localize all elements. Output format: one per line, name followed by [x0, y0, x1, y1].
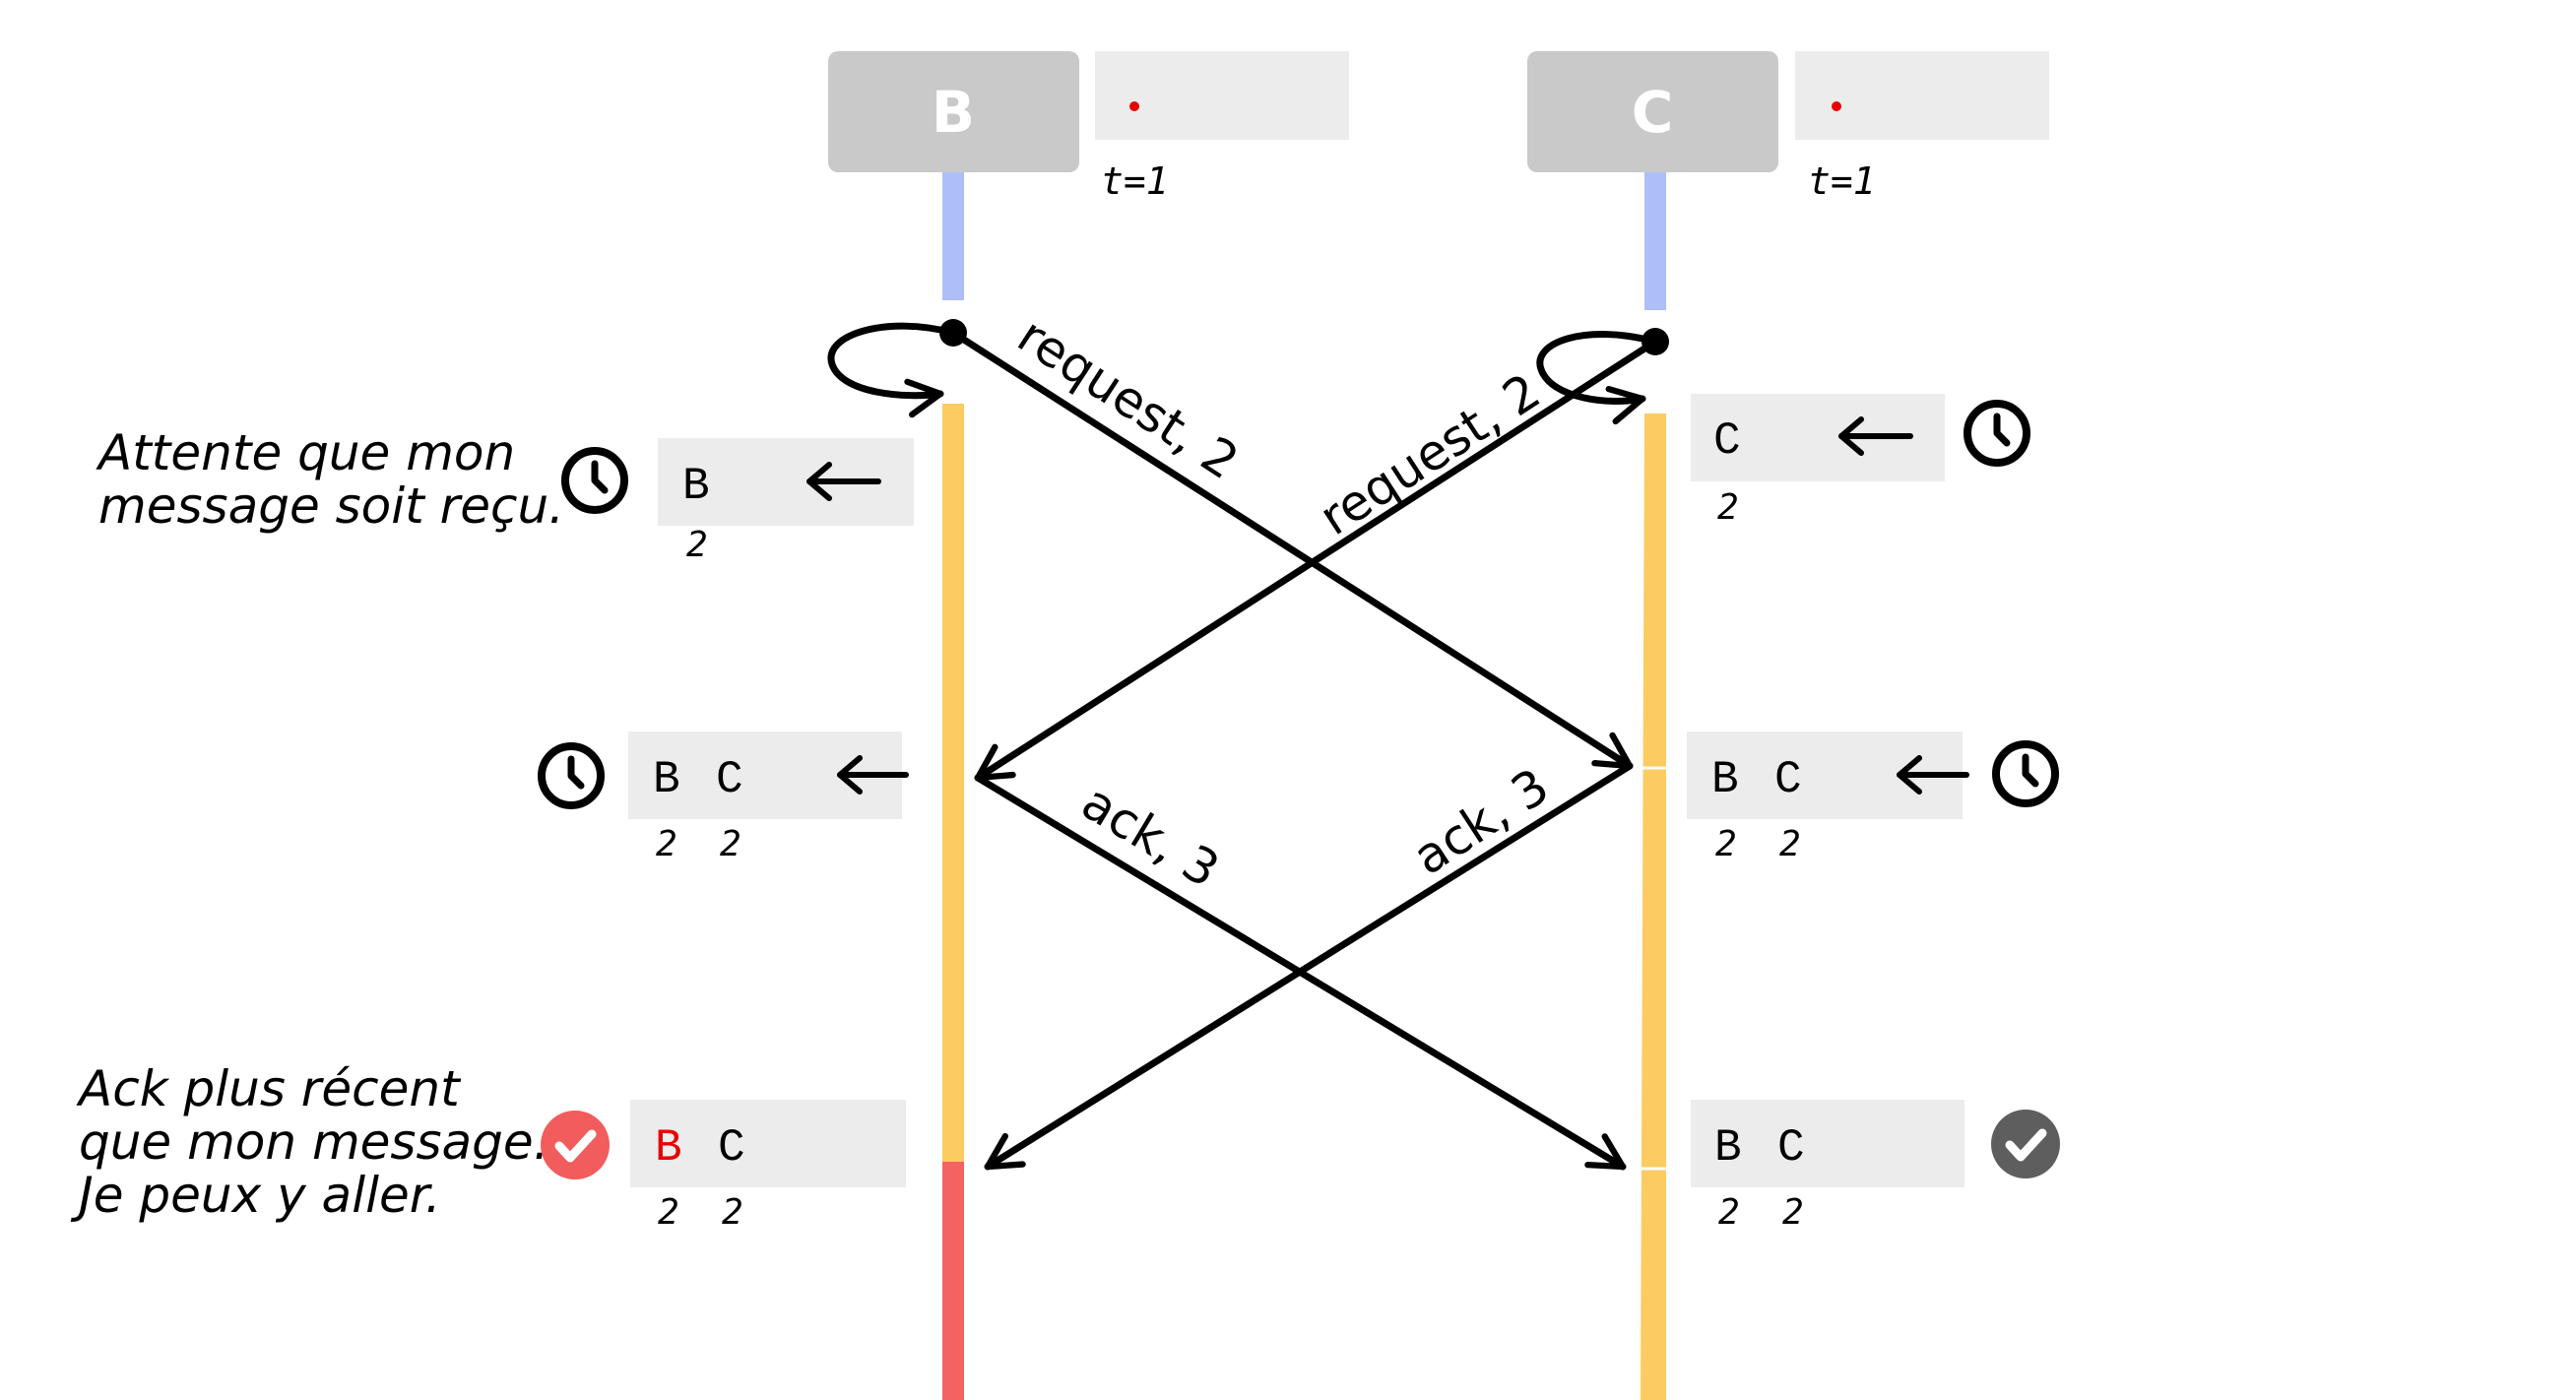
arrow-left-icon	[806, 462, 881, 501]
clock-icon	[1992, 740, 2059, 807]
arrow-left-icon	[837, 755, 909, 795]
queue-num: 2	[1718, 1192, 1740, 1233]
queue-b2: B C 2 2	[538, 732, 909, 864]
message-request-c-to-b	[974, 338, 1659, 782]
queue-num: 2	[1782, 1192, 1804, 1233]
message-request-b-to-c	[949, 329, 1634, 770]
note-line: message soit reçu.	[98, 477, 564, 535]
note-waiting: Attente que mon message soit reçu.	[96, 424, 564, 535]
lifeline-b-idle	[942, 172, 964, 300]
lifeline-c	[1635, 172, 1674, 1400]
lifeline-b-waiting	[942, 404, 964, 1162]
queue-name-head: B	[655, 1122, 682, 1174]
queue-name: C	[1777, 1122, 1805, 1174]
queue-name: B	[653, 754, 680, 805]
lifeline-b-critical	[942, 1162, 964, 1400]
queue-b1: B 2	[561, 438, 914, 565]
time-label-c: t=1	[1808, 159, 1876, 203]
message-ack-c-to-b	[984, 762, 1634, 1171]
process-name-b: B	[932, 79, 975, 146]
clock-icon	[538, 742, 605, 809]
lifeline-b	[942, 172, 964, 1400]
queue-name: C	[716, 754, 743, 805]
queue-num: 2	[686, 525, 708, 565]
lifeline-c-idle	[1644, 172, 1666, 310]
process-box-b[interactable]	[828, 51, 1079, 172]
note-line: que mon message.	[79, 1114, 549, 1171]
note-ack: Ack plus récent que mon message. Je peux…	[70, 1060, 549, 1224]
queue-num: 2	[1779, 824, 1801, 864]
message-label: request, 2	[1007, 306, 1248, 490]
self-loop-c	[1536, 331, 1659, 425]
clock-icon	[561, 447, 628, 514]
time-label-b: t=1	[1101, 159, 1169, 203]
queue-b3: B C 2 2	[541, 1100, 906, 1233]
queue-num: 2	[720, 824, 741, 864]
clock-dot-c	[1832, 101, 1841, 111]
note-line: Ack plus récent	[76, 1060, 462, 1117]
queue-box	[1691, 1100, 1964, 1187]
queue-name: C	[718, 1122, 745, 1174]
queue-name: B	[682, 461, 710, 512]
queue-name: C	[1713, 415, 1741, 467]
process-header-c[interactable]: C t=1	[1527, 51, 2049, 203]
self-loop-b	[827, 322, 957, 418]
queue-num: 2	[722, 1192, 743, 1233]
message-label: request, 2	[1310, 362, 1550, 546]
clock-dot-b	[1129, 101, 1139, 111]
lifeline-c-waiting	[1641, 414, 1666, 1400]
process-box-c[interactable]	[1527, 51, 1778, 172]
queue-num: 2	[658, 1192, 679, 1233]
check-icon-red	[541, 1111, 610, 1179]
queue-box	[630, 1100, 906, 1187]
queue-name: C	[1774, 754, 1802, 805]
clock-icon	[1964, 400, 2030, 467]
queue-name: B	[1714, 1122, 1742, 1174]
queue-num: 2	[656, 824, 677, 864]
clock-box-b	[1095, 51, 1349, 140]
queue-num: 2	[1717, 487, 1739, 528]
process-header-b[interactable]: B t=1	[828, 51, 1349, 203]
arrow-left-icon	[1897, 755, 1969, 795]
check-icon-gray	[1991, 1110, 2060, 1178]
arrow-left-icon	[1838, 416, 1913, 456]
queue-num: 2	[1715, 824, 1737, 864]
queue-c1: C 2	[1691, 394, 2030, 528]
note-line: Je peux y aller.	[70, 1167, 441, 1224]
process-name-c: C	[1632, 79, 1674, 146]
clock-box-c	[1795, 51, 2049, 140]
queue-c3: B C 2 2	[1691, 1100, 2060, 1233]
queue-c2: B C 2 2	[1687, 732, 2059, 864]
note-line: Attente que mon	[96, 424, 515, 481]
queue-name: B	[1711, 754, 1739, 805]
